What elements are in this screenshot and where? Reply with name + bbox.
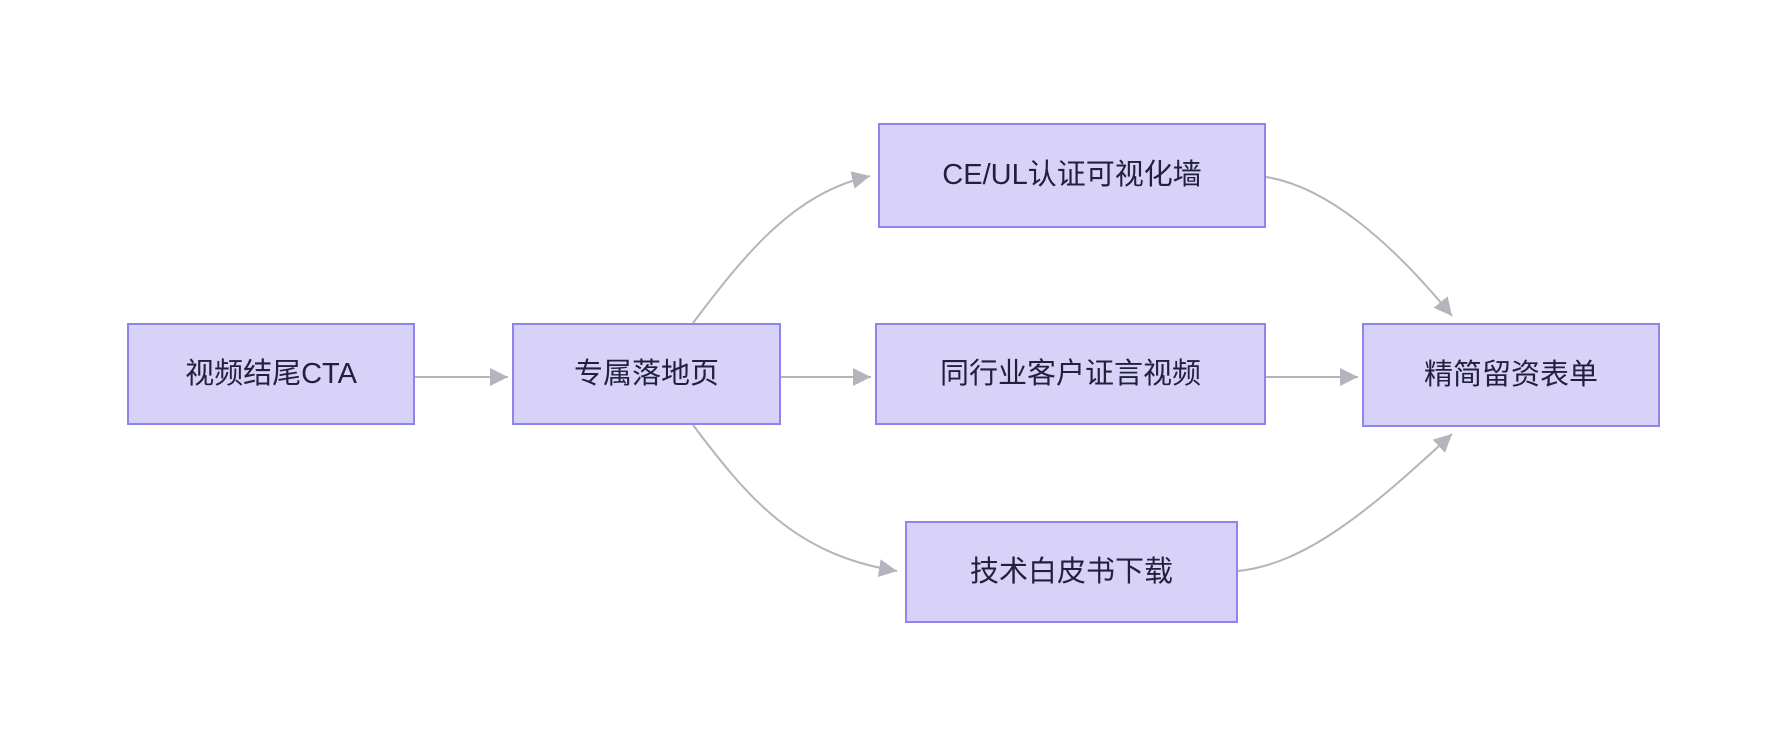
edge-b-to-c xyxy=(692,171,871,324)
node-label: 视频结尾CTA xyxy=(185,357,357,390)
edge-e-to-f xyxy=(1237,433,1453,572)
node-dedicated-landing-page: 专属落地页 xyxy=(512,323,781,425)
node-industry-testimonial-video: 同行业客户证言视频 xyxy=(875,323,1266,425)
node-label: CE/UL认证可视化墙 xyxy=(942,159,1202,192)
node-lead-capture-form: 精简留资表单 xyxy=(1362,323,1660,427)
edge-c-to-f xyxy=(1265,176,1453,317)
node-label: 精简留资表单 xyxy=(1423,358,1598,391)
edge-b-to-e xyxy=(692,424,898,578)
node-whitepaper-download: 技术白皮书下载 xyxy=(905,521,1238,623)
node-video-ending-cta: 视频结尾CTA xyxy=(127,323,415,425)
node-label: 专属落地页 xyxy=(573,357,719,390)
node-label: 同行业客户证言视频 xyxy=(939,357,1201,390)
node-ce-ul-certification-wall: CE/UL认证可视化墙 xyxy=(878,123,1266,228)
node-label: 技术白皮书下载 xyxy=(969,555,1173,588)
